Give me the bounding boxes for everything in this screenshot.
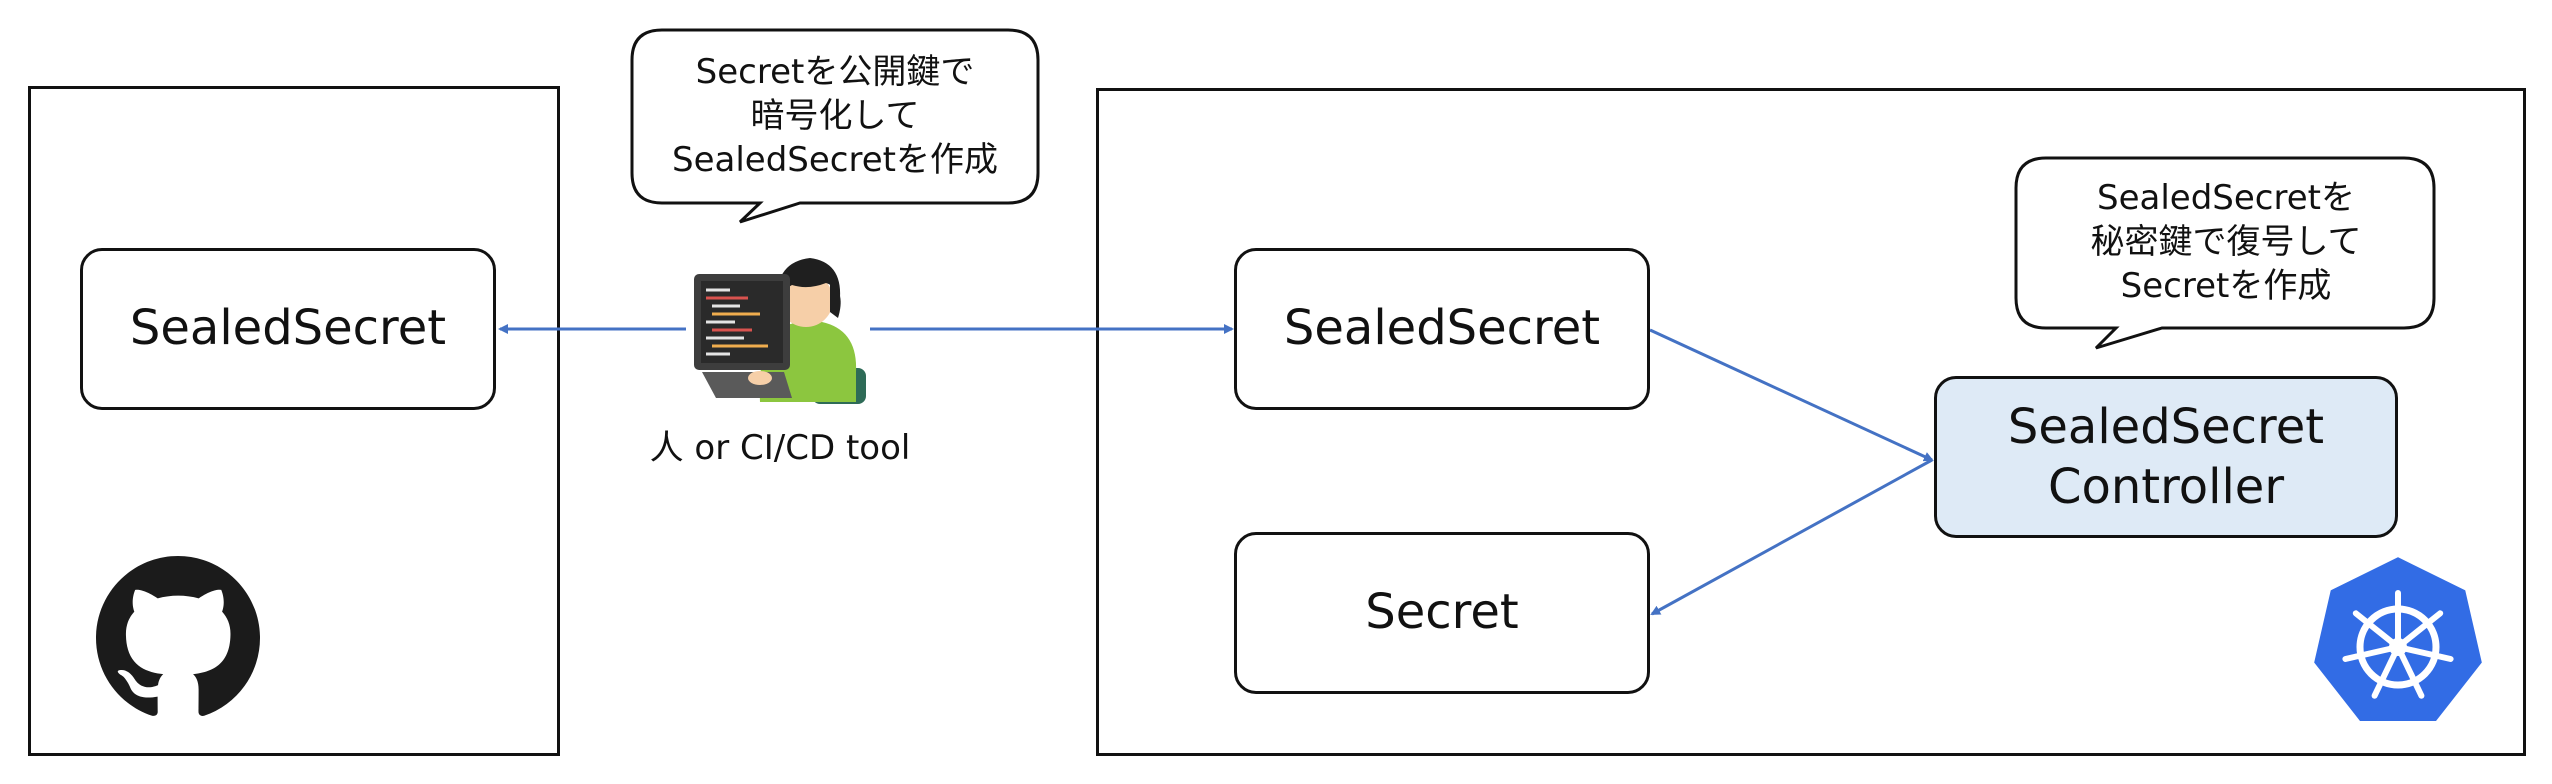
controller-line-2: Controller: [2047, 459, 2285, 515]
git-sealedsecret-box: SealedSecret: [80, 248, 496, 410]
controller-line-1: SealedSecret: [2007, 399, 2325, 455]
cluster-secret-box: Secret: [1234, 532, 1650, 694]
cluster-sealedsecret-label: SealedSecret: [1283, 300, 1601, 357]
kubernetes-wheel-icon: [2309, 552, 2487, 725]
sealedsecret-controller-box: SealedSecret Controller: [1934, 376, 2398, 538]
person-callout-bubble: [630, 28, 1040, 224]
controller-callout-bubble: [2014, 156, 2436, 350]
github-octocat-icon: [96, 556, 260, 716]
person-callout-line-3: SealedSecretを作成: [672, 140, 998, 181]
git-sealedsecret-label: SealedSecret: [129, 300, 447, 357]
controller-callout-line-2: 秘密鍵で復号して: [2090, 221, 2362, 262]
arrow-controller-to-secret: [1650, 458, 1933, 616]
controller-callout-line-3: Secretを作成: [2120, 266, 2332, 307]
person-with-laptop-icon: [694, 258, 866, 404]
cluster-sealedsecret-box: SealedSecret: [1234, 248, 1650, 410]
cluster-secret-label: Secret: [1365, 584, 1519, 641]
person-callout-text: Secretを公開鍵で 暗号化して SealedSecretを作成: [640, 36, 1030, 196]
person-callout-line-2: 暗号化して: [750, 95, 920, 136]
controller-callout-text: SealedSecretを 秘密鍵で復号して Secretを作成: [2022, 162, 2430, 322]
controller-callout-line-1: SealedSecretを: [2097, 177, 2355, 218]
arrow-sealedsecret-to-controller: [1649, 328, 1934, 462]
person-label: 人 or CI/CD tool: [649, 428, 911, 468]
person-callout-line-1: Secretを公開鍵で: [695, 51, 975, 92]
